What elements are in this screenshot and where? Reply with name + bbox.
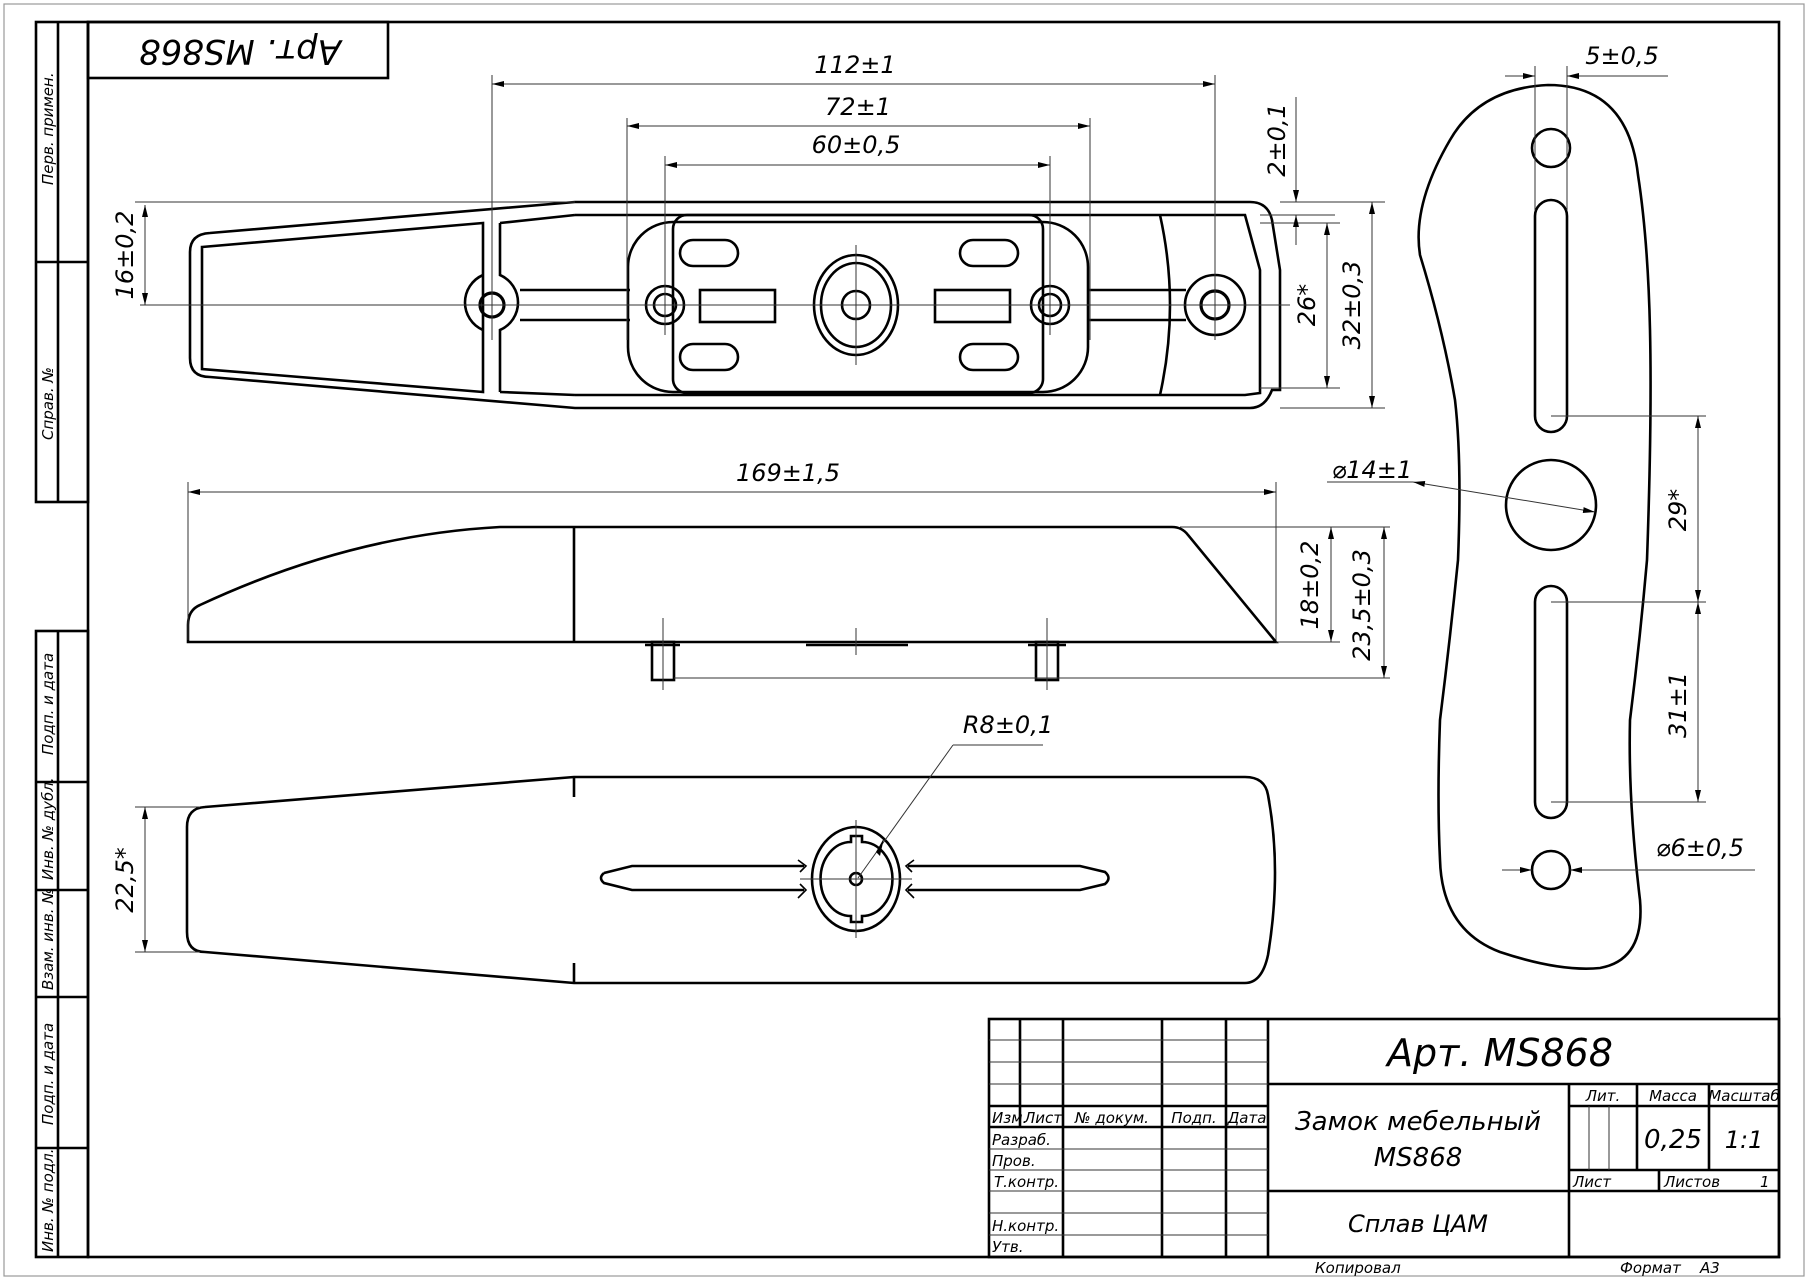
article-stamp-box: Арт. MS868 [86, 20, 390, 80]
tb-header-sheet: Лист [1572, 1173, 1612, 1191]
dim-112: 112±1 [814, 51, 895, 79]
tb-material: Сплав ЦАМ [1348, 1210, 1488, 1238]
article-stamp-text: Арт. MS868 [139, 31, 343, 71]
tb-designation: Арт. MS868 [1384, 1031, 1613, 1075]
dim-26: 26* [1293, 284, 1321, 327]
format-value: А3 [1699, 1259, 1720, 1277]
sheet-border [3, 3, 1805, 1277]
strip-label-perv: Перв. примен. [39, 72, 57, 185]
dim-169: 169±1,5 [736, 459, 840, 487]
tb-scale-value: 1:1 [1725, 1126, 1764, 1154]
dim-31: 31±1 [1664, 672, 1692, 738]
tb-header-izm: Изм. [992, 1109, 1027, 1127]
plate-view: 5±0,5 ⌀14±1 29* 31±1 ⌀6±0,5 [1327, 42, 1755, 970]
tb-role-razrab: Разраб. [992, 1131, 1051, 1149]
tb-header-sign: Подп. [1171, 1109, 1216, 1127]
tb-mass-value: 0,25 [1644, 1125, 1702, 1155]
tb-header-doc: № докум. [1074, 1109, 1149, 1127]
side-strip-upper: Перв. примен. Справ. № [34, 20, 90, 504]
dim-29: 29* [1664, 489, 1692, 532]
title-block: Изм. Лист № докум. Подп. Дата Разраб. Пр… [987, 1017, 1781, 1259]
dim-2: 2±0,1 [1263, 103, 1291, 177]
tb-header-date: Дата [1227, 1109, 1267, 1127]
tb-header-lit: Лит. [1585, 1087, 1621, 1105]
side-view: 169±1,5 18±0,2 23,5±0,3 [186, 459, 1390, 690]
strip-label-sprav: Справ. № [39, 367, 57, 440]
strip-label-podp1: Подп. и дата [39, 653, 57, 755]
strip-label-inv-dubl: Инв. № дубл. [39, 777, 57, 880]
r8-leader [857, 744, 954, 879]
tb-header-list: Лист [1023, 1109, 1063, 1127]
dim-5: 5±0,5 [1585, 42, 1659, 70]
tb-role-tkontr: Т.контр. [994, 1173, 1059, 1191]
tb-role-utv: Утв. [992, 1238, 1024, 1256]
dim-60: 60±0,5 [812, 131, 901, 159]
dim-32: 32±0,3 [1338, 261, 1366, 350]
tb-header-scale: Масштаб [1708, 1087, 1779, 1105]
tb-sheets-count: 1 [1760, 1173, 1770, 1191]
tb-name-line2: MS868 [1374, 1143, 1463, 1173]
dim-r8: R8±0,1 [963, 711, 1053, 739]
dim-22-5: 22,5* [111, 847, 139, 912]
dim-d6: ⌀6±0,5 [1656, 834, 1744, 862]
copied-label: Копировал [1315, 1259, 1401, 1277]
bottom-view: R8±0,1 22,5* [111, 711, 1277, 985]
tb-name-line1: Замок мебельный [1295, 1107, 1541, 1137]
strip-label-inv-podl: Инв. № подл. [39, 1149, 57, 1252]
dim-23-5: 23,5±0,3 [1348, 549, 1376, 661]
format-label: Формат [1620, 1259, 1682, 1277]
top-view: 112±1 72±1 60±0,5 16±0,2 2±0,1 26* 32±0,… [111, 51, 1385, 410]
tb-role-prov: Пров. [992, 1152, 1036, 1170]
tb-header-sheets: Листов [1663, 1173, 1720, 1191]
dim-72: 72±1 [825, 93, 891, 121]
tb-header-mass: Масса [1649, 1087, 1697, 1105]
strip-label-vzam: Взам. инв. № [39, 888, 57, 990]
dim-d14: ⌀14±1 [1332, 456, 1412, 484]
strip-label-podp2: Подп. и дата [39, 1023, 57, 1125]
side-strip-lower: Подп. и дата Инв. № дубл. Взам. инв. № П… [34, 629, 90, 1259]
dim-16: 16±0,2 [111, 211, 139, 300]
dim-18: 18±0,2 [1296, 541, 1324, 630]
tb-role-nkontr: Н.контр. [992, 1217, 1059, 1235]
